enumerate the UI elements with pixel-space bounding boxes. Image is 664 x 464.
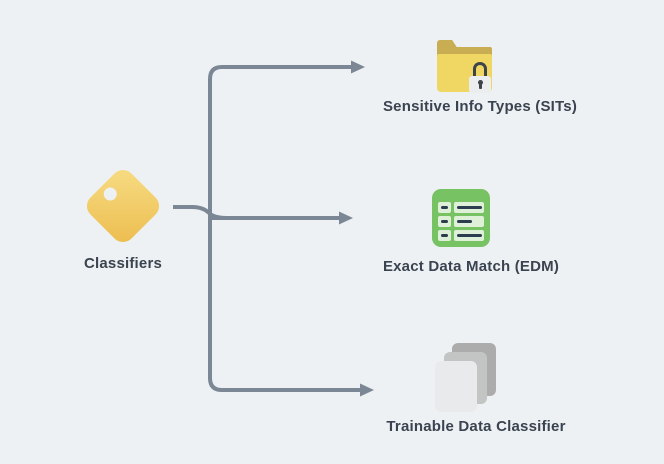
table-row <box>438 202 484 213</box>
arrowhead-top-icon <box>351 60 365 74</box>
lock-badge-icon <box>469 76 491 93</box>
paper-front <box>435 361 477 412</box>
table-row <box>438 216 484 227</box>
node-label-trainable: Trainable Data Classifier <box>386 418 566 435</box>
data-table-grid <box>438 202 484 241</box>
node-label-sits: Sensitive Info Types (SITs) <box>382 98 578 115</box>
lock-keyhole-stem <box>478 83 482 89</box>
data-table-icon <box>432 189 490 247</box>
lock-keyhole <box>477 79 483 85</box>
arrowhead-bottom-icon <box>360 383 374 397</box>
arrowhead-middle-icon <box>339 211 353 225</box>
lock-shackle-icon <box>473 62 487 78</box>
connector-trunk-top-bottom <box>208 65 360 392</box>
tag-hole <box>101 184 120 203</box>
folder-tab <box>437 40 458 49</box>
locked-folder-icon <box>437 40 492 93</box>
root-label: Classifiers <box>83 255 163 272</box>
table-row <box>438 230 484 241</box>
node-label-edm: Exact Data Match (EDM) <box>382 258 560 275</box>
